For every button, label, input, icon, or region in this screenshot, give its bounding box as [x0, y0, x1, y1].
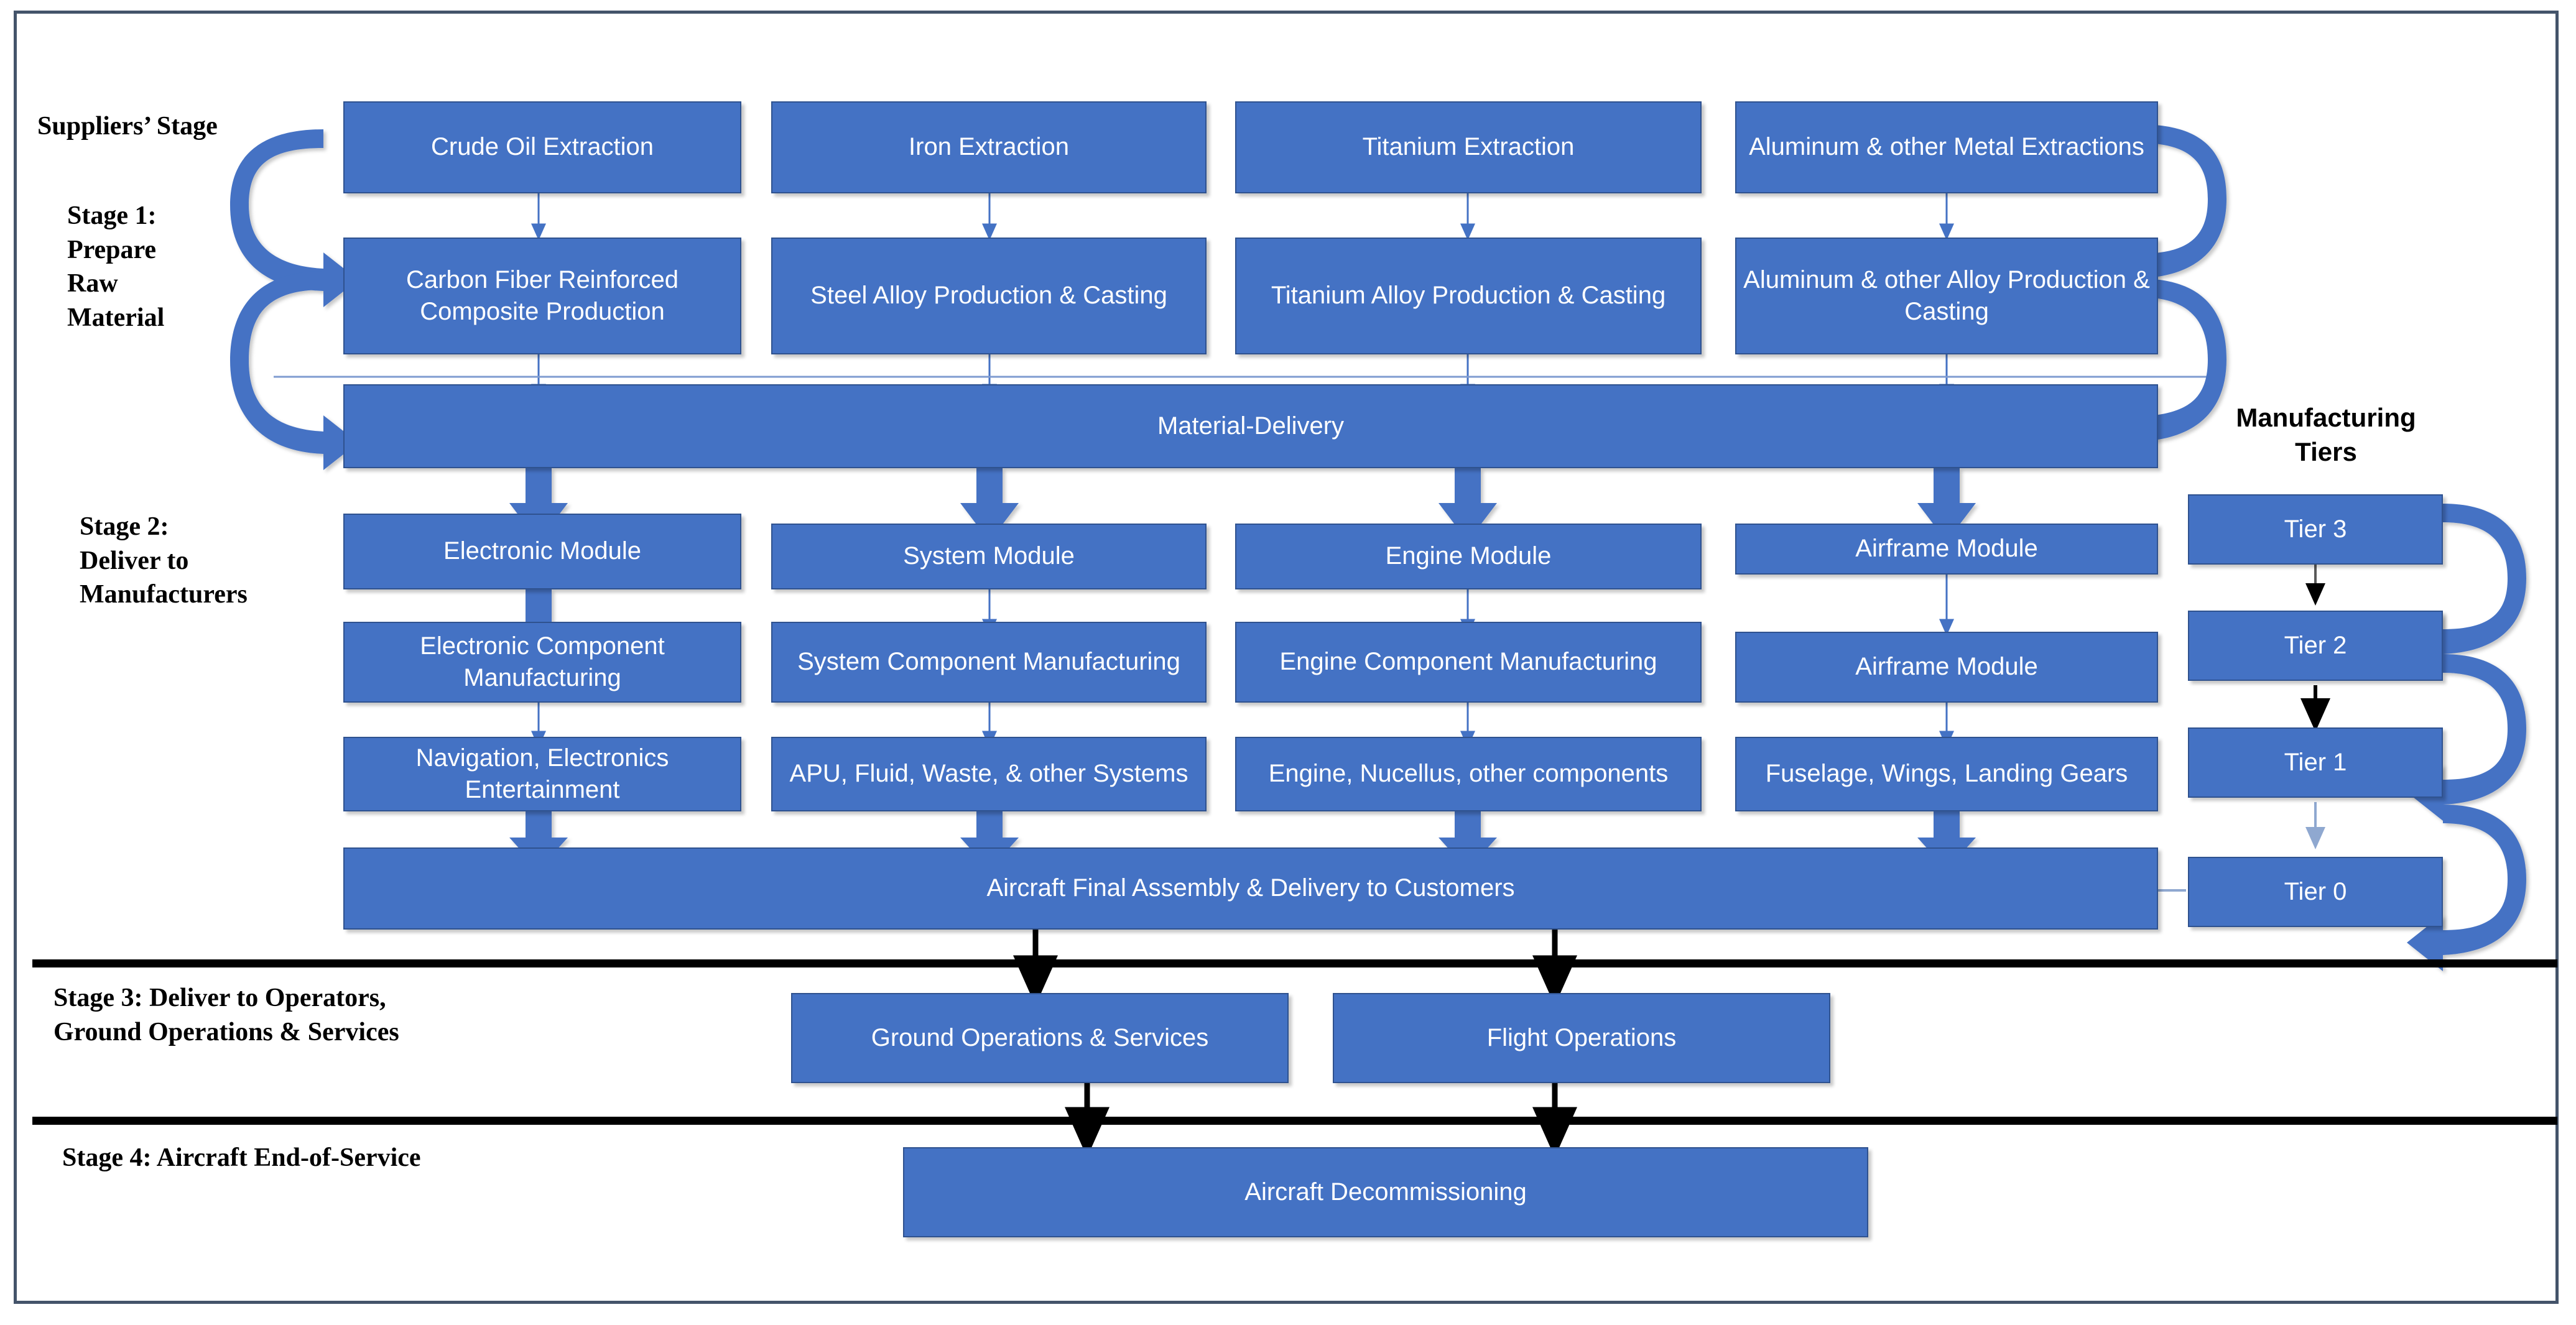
box-label: Aircraft Decommissioning: [1244, 1178, 1527, 1206]
box-label: Engine, Nucellus, other components: [1268, 760, 1669, 788]
box-titanium-extraction[interactable]: Titanium Extraction: [1235, 101, 1702, 193]
box-electronic-component-manufacturing[interactable]: Electronic Component Manufacturing: [343, 622, 741, 703]
box-label: Steel Alloy Production & Casting: [810, 282, 1167, 310]
stage3-divider-line: [32, 959, 2557, 967]
box-label: Fuselage, Wings, Landing Gears: [1765, 760, 2128, 788]
box-carbon-fiber-composite-production[interactable]: Carbon Fiber Reinforced Composite Produc…: [343, 238, 741, 354]
stage3-to-stage4-arrows: [1065, 1083, 1577, 1158]
box-label: Electronic Module: [443, 537, 641, 565]
box-steel-alloy-production-casting[interactable]: Steel Alloy Production & Casting: [771, 238, 1207, 354]
box-navigation-electronics-entertainment[interactable]: Navigation, Electronics Entertainment: [343, 737, 741, 811]
box-label: Aircraft Final Assembly & Delivery to Cu…: [986, 874, 1515, 902]
box-tier-2[interactable]: Tier 2: [2188, 611, 2443, 681]
parts-to-final-assembly-arrows: [509, 811, 1976, 870]
box-flight-operations[interactable]: Flight Operations: [1333, 993, 1830, 1083]
box-iron-extraction[interactable]: Iron Extraction: [771, 101, 1207, 193]
box-label: Tier 1: [2284, 748, 2347, 776]
label-stage-4: Stage 4: Aircraft End-of-Service: [62, 1143, 421, 1172]
box-label: Tier 2: [2284, 631, 2347, 659]
box-airframe-module-top[interactable]: Airframe Module: [1735, 524, 2158, 575]
box-label: Engine Module: [1385, 542, 1552, 570]
box-system-component-manufacturing[interactable]: System Component Manufacturing: [771, 622, 1207, 703]
box-crude-oil-extraction[interactable]: Crude Oil Extraction: [343, 101, 741, 193]
box-label: Titanium Alloy Production & Casting: [1271, 282, 1666, 310]
box-label: Tier 3: [2284, 515, 2347, 543]
stage4-divider-line: [32, 1117, 2557, 1125]
box-aircraft-decommissioning[interactable]: Aircraft Decommissioning: [903, 1147, 1868, 1237]
stage1-left-loop-arrows: [230, 129, 358, 470]
box-ground-operations-services[interactable]: Ground Operations & Services: [791, 993, 1289, 1083]
box-engine-nucellus-components[interactable]: Engine, Nucellus, other components: [1235, 737, 1702, 811]
box-label: Airframe Module: [1855, 653, 2038, 681]
box-label: Tier 0: [2284, 877, 2347, 905]
box-label: Iron Extraction: [909, 133, 1069, 161]
box-engine-module[interactable]: Engine Module: [1235, 524, 1702, 589]
box-engine-component-manufacturing[interactable]: Engine Component Manufacturing: [1235, 622, 1702, 703]
box-label: Titanium Extraction: [1362, 133, 1575, 161]
box-label: Aluminum & other Alloy Production & Cast…: [1743, 265, 2150, 325]
box-label: Ground Operations & Services: [871, 1023, 1209, 1051]
box-label: System Component Manufacturing: [797, 648, 1180, 676]
box-aircraft-final-assembly[interactable]: Aircraft Final Assembly & Delivery to Cu…: [343, 847, 2158, 930]
box-material-delivery[interactable]: Material-Delivery: [343, 384, 2158, 468]
box-label: Crude Oil Extraction: [431, 133, 654, 161]
label-stage-2: Stage 2: Deliver to Manufacturers: [80, 512, 248, 609]
box-aluminum-metal-extractions[interactable]: Aluminum & other Metal Extractions: [1735, 101, 2158, 193]
box-tier-0[interactable]: Tier 0: [2188, 857, 2443, 927]
material-delivery-block-arrows: [509, 468, 1976, 542]
box-fuselage-wings-landing-gears[interactable]: Fuselage, Wings, Landing Gears: [1735, 737, 2158, 811]
box-label: Aluminum & other Metal Extractions: [1749, 133, 2144, 161]
stage1-vertical-connectors: [531, 193, 1954, 241]
box-label: Flight Operations: [1486, 1023, 1677, 1051]
box-airframe-module-bottom[interactable]: Airframe Module: [1735, 632, 2158, 703]
label-suppliers-stage: Suppliers’ Stage: [37, 112, 218, 141]
box-label: Carbon Fiber Reinforced Composite Produc…: [406, 265, 679, 325]
box-label: Electronic Component Manufacturing: [420, 632, 665, 691]
box-tier-3[interactable]: Tier 3: [2188, 494, 2443, 565]
box-label: Material-Delivery: [1157, 412, 1345, 440]
box-label: Navigation, Electronics Entertainment: [415, 744, 669, 803]
box-label: Engine Component Manufacturing: [1279, 648, 1657, 676]
box-aluminum-alloy-production-casting[interactable]: Aluminum & other Alloy Production & Cast…: [1735, 238, 2158, 354]
box-label: Airframe Module: [1855, 535, 2038, 563]
box-electronic-module[interactable]: Electronic Module: [343, 514, 741, 589]
label-stage-3: Stage 3: Deliver to Operators, Ground Op…: [53, 984, 399, 1046]
box-titanium-alloy-production-casting[interactable]: Titanium Alloy Production & Casting: [1235, 238, 1702, 354]
box-label: System Module: [903, 542, 1075, 570]
box-label: APU, Fluid, Waste, & other Systems: [789, 760, 1188, 788]
label-manufacturing-tiers: Manufacturing Tiers: [2236, 403, 2416, 466]
box-apu-fluid-waste-systems[interactable]: APU, Fluid, Waste, & other Systems: [771, 737, 1207, 811]
label-stage-1: Stage 1: Prepare Raw Material: [67, 201, 165, 332]
box-system-module[interactable]: System Module: [771, 524, 1207, 589]
box-tier-1[interactable]: Tier 1: [2188, 727, 2443, 798]
